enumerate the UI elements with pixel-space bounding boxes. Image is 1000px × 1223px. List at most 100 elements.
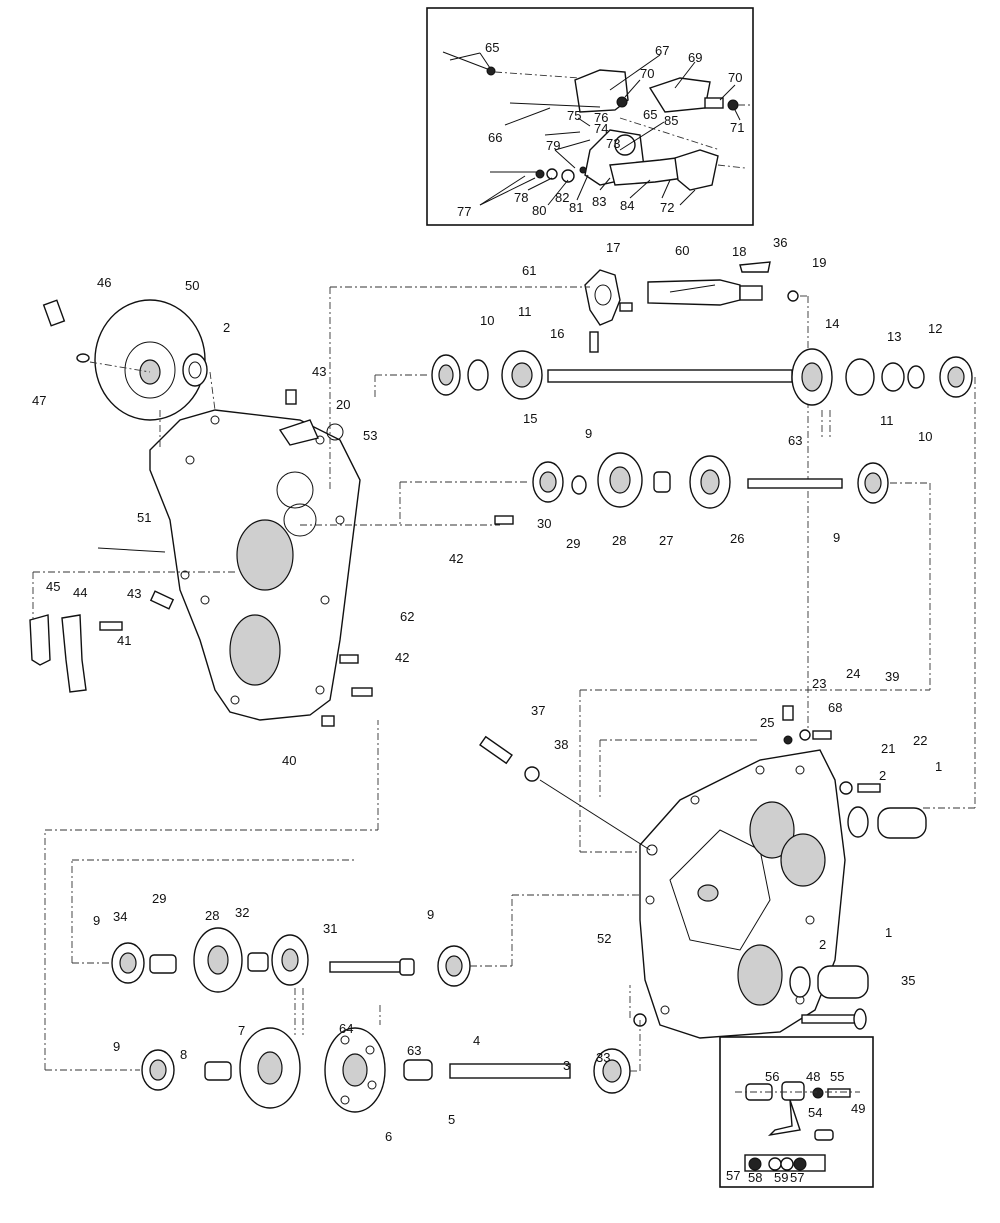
callout-26: 26	[730, 531, 744, 546]
bracket-45	[29, 614, 51, 666]
bracket-72	[674, 149, 719, 191]
shift-fork-17	[584, 269, 621, 326]
callout-70: 70	[728, 70, 742, 85]
callout-29: 29	[152, 891, 166, 906]
callout-20: 20	[336, 397, 350, 412]
ring-12	[881, 362, 905, 392]
callout-2: 2	[223, 320, 230, 335]
pin-49	[814, 1129, 834, 1141]
callout-9: 9	[585, 426, 592, 441]
callout-46: 46	[97, 275, 111, 290]
callout-42: 42	[395, 650, 409, 665]
callout-2: 2	[879, 768, 886, 783]
callout-48: 48	[806, 1069, 820, 1084]
bracket-44	[61, 614, 87, 693]
inset-frame	[426, 7, 754, 226]
callout-1: 1	[885, 925, 892, 940]
ring-11-left	[467, 359, 489, 391]
callout-58: 58	[748, 1170, 762, 1185]
bracket-67	[574, 69, 629, 113]
callout-67: 67	[655, 43, 669, 58]
pin-42-top	[494, 515, 514, 525]
arm-54	[767, 1099, 801, 1137]
lever-48	[781, 1081, 805, 1101]
callout-66: 66	[488, 130, 502, 145]
callout-18: 18	[732, 244, 746, 259]
bolt-55	[827, 1088, 851, 1098]
washer-47	[76, 353, 90, 363]
bolt-43	[99, 621, 123, 631]
callout-2: 2	[819, 937, 826, 952]
callout-38: 38	[554, 737, 568, 752]
pin-61	[589, 331, 599, 353]
plug-43	[285, 389, 297, 405]
callout-5: 5	[448, 1112, 455, 1127]
bushing-1-upper	[877, 807, 927, 839]
seal-2-lower	[789, 966, 811, 998]
callout-34: 34	[113, 909, 127, 924]
callout-62: 62	[400, 609, 414, 624]
bolt-37	[479, 735, 513, 765]
callout-6: 6	[385, 1129, 392, 1144]
bolt-41	[149, 590, 175, 610]
bolt-39	[812, 730, 832, 740]
knob-36	[739, 261, 771, 273]
bolt-62	[339, 654, 359, 664]
washer-19	[787, 290, 799, 302]
housing-52	[639, 749, 846, 1039]
inset-frame-small	[719, 1036, 874, 1188]
callout-53: 53	[363, 428, 377, 443]
callout-60: 60	[675, 243, 689, 258]
callout-37: 37	[531, 703, 545, 718]
callout-68: 68	[828, 700, 842, 715]
callout-30: 30	[537, 516, 551, 531]
plug-23	[782, 705, 794, 721]
callout-75: 75	[567, 108, 581, 123]
top-shaft-assembly	[329, 261, 976, 809]
callout-27: 27	[659, 533, 673, 548]
callout-43: 43	[312, 364, 326, 379]
pin-42	[351, 687, 373, 697]
callout-29: 29	[566, 536, 580, 551]
bolt-46	[42, 299, 66, 327]
callout-32: 32	[235, 905, 249, 920]
callout-25: 25	[760, 715, 774, 730]
bolt-22	[857, 783, 881, 793]
spacer-5	[403, 1059, 433, 1081]
callout-74: 74	[594, 121, 608, 136]
callout-19: 19	[812, 255, 826, 270]
washer-21	[839, 781, 853, 795]
callout-23: 23	[812, 676, 826, 691]
callout-42: 42	[449, 551, 463, 566]
callout-59: 59	[774, 1170, 788, 1185]
callout-83: 83	[592, 194, 606, 209]
callout-13: 13	[887, 329, 901, 344]
shaft-26	[747, 478, 843, 489]
inset-shift-linkage	[426, 7, 754, 226]
callout-52: 52	[597, 931, 611, 946]
callout-12: 12	[928, 321, 942, 336]
part-callouts: 65 67 69 70 70 71 66 75 76 74 65 85 79 7…	[32, 40, 942, 1185]
nut-38	[524, 766, 540, 782]
bottom-shaft-4-assembly	[44, 720, 641, 1113]
washer-30	[571, 475, 587, 495]
callout-17: 17	[606, 240, 620, 255]
callout-40: 40	[282, 753, 296, 768]
callout-64: 64	[339, 1021, 353, 1036]
spacer-28-top	[653, 471, 671, 493]
bushing-1-lower	[817, 965, 869, 999]
bracket-69	[648, 77, 711, 113]
callout-65: 65	[485, 40, 499, 55]
callout-71: 71	[730, 120, 744, 135]
callout-28: 28	[612, 533, 626, 548]
callout-21: 21	[881, 741, 895, 756]
callout-28: 28	[205, 908, 219, 923]
callout-70: 70	[640, 66, 654, 81]
callout-7: 7	[238, 1023, 245, 1038]
callout-65: 65	[643, 107, 657, 122]
callout-79: 79	[546, 138, 560, 153]
callout-45: 45	[46, 579, 60, 594]
callout-9: 9	[113, 1039, 120, 1054]
callout-76: 76	[594, 110, 608, 125]
